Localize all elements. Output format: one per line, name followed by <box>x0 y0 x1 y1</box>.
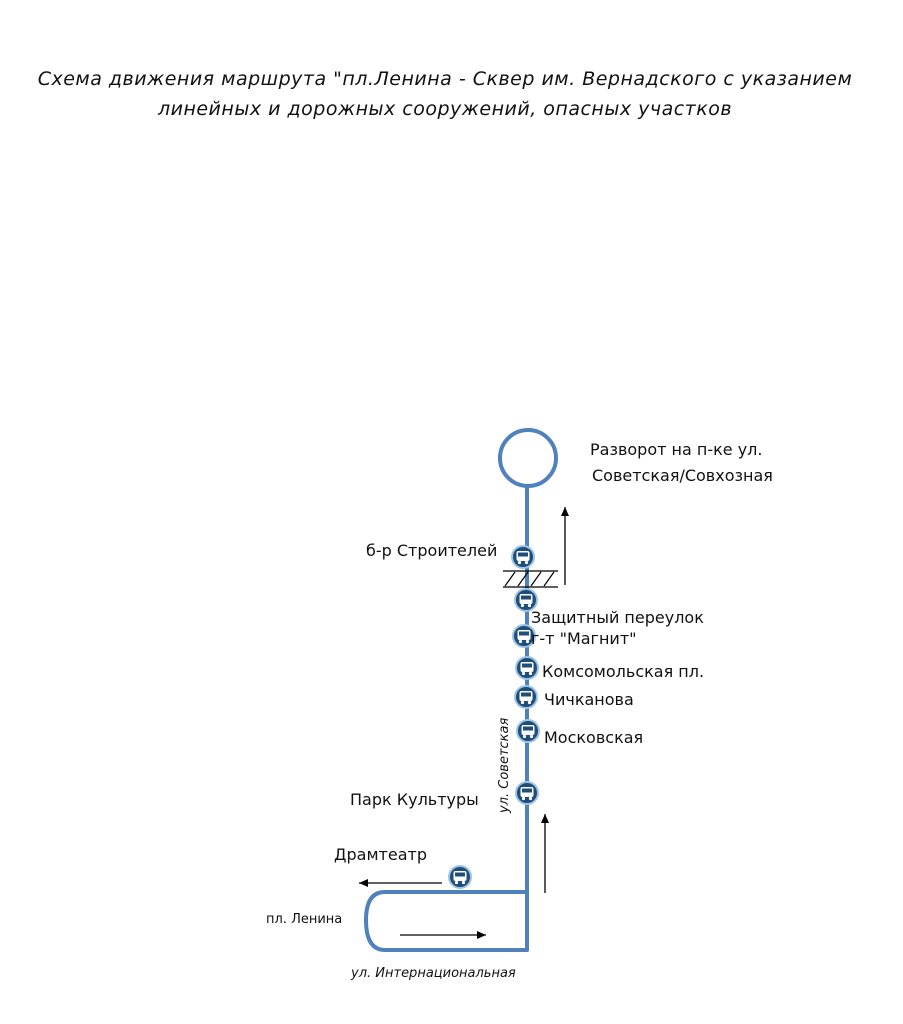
stop-label-dramteatr: Драмтеатр <box>334 845 427 864</box>
title-line-2: линейных и дорожных сооружений, опасных … <box>157 98 732 120</box>
stop-label-stroiteley: б-р Строителей <box>366 541 497 560</box>
stop-label-komsomolskaya: Комсомольская пл. <box>542 662 704 681</box>
street-label-lenina: пл. Ленина <box>266 912 342 927</box>
bus-stop-icon <box>514 685 538 709</box>
stop-label-park: Парк Культуры <box>350 790 479 809</box>
pedestrian-crossing-icon <box>503 570 558 588</box>
bus-stop-icon <box>516 719 540 743</box>
title-line-1: Схема движения маршрута "пл.Ленина - Скв… <box>38 68 853 90</box>
bus-stop-icon <box>448 865 472 889</box>
turnaround-label-line-1: Разворот на п-ке ул. <box>590 440 763 459</box>
turnaround-circle <box>498 428 558 488</box>
route-loop-segment <box>364 890 529 952</box>
bus-stop-icon <box>515 781 539 805</box>
stop-label-chichkanova: Чичканова <box>544 690 634 709</box>
stop-label-moskovskaya: Московская <box>544 728 643 747</box>
turnaround-label-line-2: Советская/Совхозная <box>592 466 773 485</box>
street-label-sovetskaya: ул. Советская <box>497 718 512 814</box>
bus-stop-icon <box>515 656 539 680</box>
bus-stop-icon <box>511 545 535 569</box>
stop-label-zashchitny: Защитный переулок <box>531 608 704 627</box>
street-label-internatsionalnaya: ул. Интернациональная <box>350 966 516 981</box>
stop-label-magnit: г-т "Магнит" <box>531 629 637 648</box>
